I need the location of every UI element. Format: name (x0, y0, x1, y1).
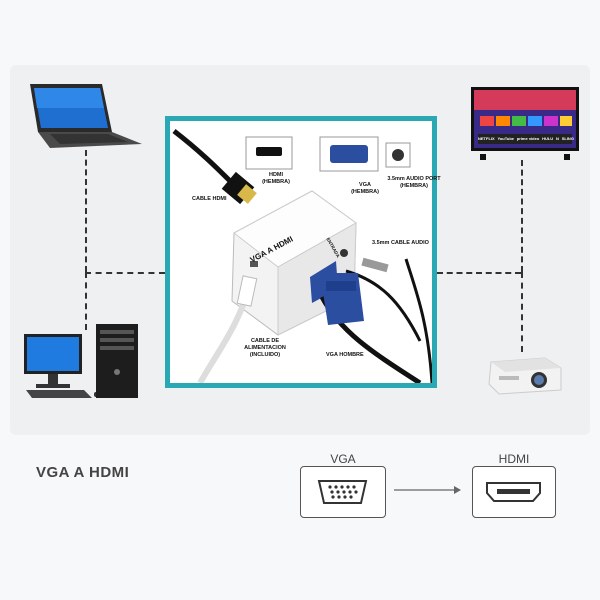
tv-app-netflix: NETFLIX (478, 136, 495, 141)
tv-app-prime: prime video (516, 136, 540, 141)
tv-app-n: N (556, 136, 559, 141)
label-cable-alimentacion: CABLE DE ALIMENTACION (INCLUIDO) (244, 338, 286, 358)
vga-port-box (300, 466, 386, 518)
connector-right (437, 272, 521, 274)
hdmi-port-icon (486, 482, 541, 502)
footer-title: VGA A HDMI (36, 464, 130, 481)
connector-laptop (85, 150, 87, 272)
vga-port-icon (317, 480, 368, 504)
label-cable-hdmi: CABLE HDMI (192, 196, 227, 202)
label-vga-hombre: VGA HOMBRE (326, 352, 364, 358)
label-audio-port: 3.5mm AUDIO PORT (HEMBRA) (387, 176, 441, 189)
laptop-icon (30, 84, 142, 148)
tv-app-hulu: HULU (542, 136, 554, 141)
desktop-pc-icon (24, 324, 138, 398)
adapter-illustration (172, 129, 432, 383)
label-hdmi-hembra: HDMI (HEMBRA) (262, 172, 290, 185)
label-vga-hembra: VGA (HEMBRA) (351, 182, 379, 195)
arrow-icon (394, 486, 461, 494)
tv-app-row: NETFLIX YouTube prime video HULU N SLING (478, 136, 574, 141)
connector-tv (521, 160, 523, 272)
projector-icon (488, 357, 562, 395)
tv-app-youtube: YouTube (497, 136, 514, 141)
connector-projector (521, 272, 523, 352)
connector-desktop (85, 272, 87, 330)
target-port-label: HDMI (498, 452, 530, 466)
connector-left (85, 272, 165, 274)
label-cable-audio: 3.5mm CABLE AUDIO (372, 240, 429, 246)
tv-icon (471, 87, 579, 160)
hdmi-port-box (472, 466, 556, 518)
source-port-label: VGA (330, 452, 356, 466)
tv-app-sling: SLING (561, 136, 574, 141)
